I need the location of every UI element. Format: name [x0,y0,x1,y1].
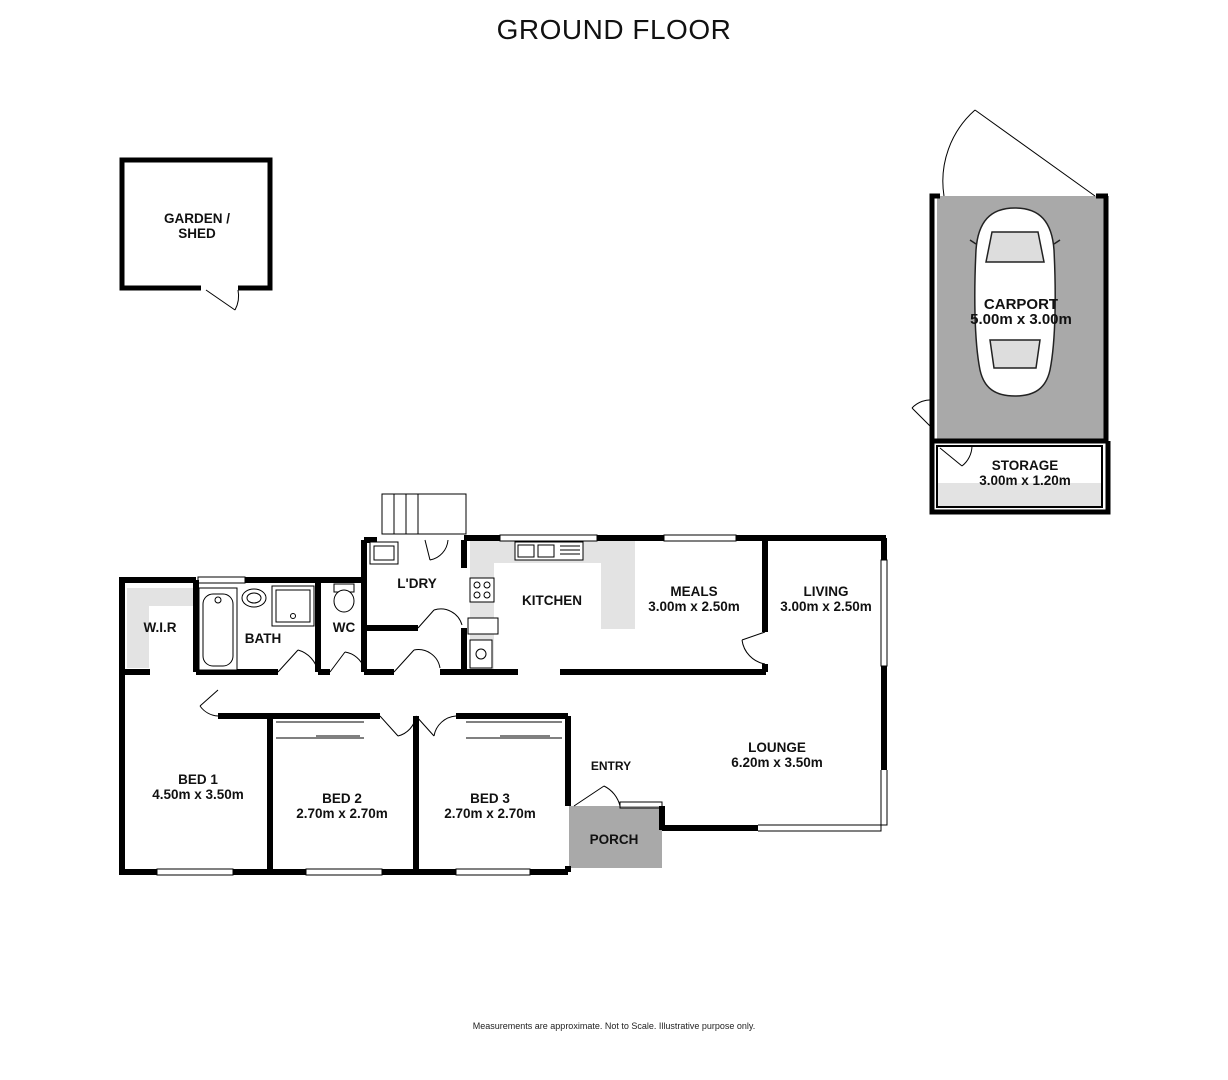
room-dims: 4.50m x 3.50m [152,787,244,802]
room-label-bed2: BED 2 2.70m x 2.70m [296,791,388,821]
bathtub-icon [198,587,238,671]
room-name: LOUNGE [748,740,806,755]
room-name: WC [332,620,356,635]
wir-side-fill [127,588,149,668]
room-label-bath: BATH [245,631,282,646]
porch-floor [569,806,662,868]
room-label-storage: STORAGE 3.00m x 1.20m [979,458,1071,488]
room-name: MEALS [670,584,718,599]
room-label-carport: CARPORT 5.00m x 3.00m [970,297,1072,327]
room-label-meals: MEALS 3.00m x 2.50m [648,584,740,614]
stairs-icon [381,493,467,535]
room-label-bed1: BED 1 4.50m x 3.50m [152,772,244,802]
room-label-bed3: BED 3 2.70m x 2.70m [444,791,536,821]
room-name: SHED [178,226,216,241]
room-name: CARPORT [983,296,1059,313]
dishwasher-icon [467,617,499,669]
door-swing-icon [199,539,766,807]
storage-shelf-fill [937,483,1102,508]
room-name: BED 1 [178,772,218,787]
sink-icon [369,541,399,565]
kitchen-bench-island [601,541,635,629]
room-label-garden-shed: GARDEN / SHED [164,211,230,241]
room-label-wc: WC [333,620,356,635]
door-swing-icon [942,109,1096,197]
room-name: LIVING [803,584,849,599]
door-swing-icon [911,399,935,431]
toilet-icon [333,583,355,613]
room-name: W.I.R [143,620,177,635]
basin-icon [241,588,267,608]
cooktop-icon [469,577,495,603]
room-label-lounge: LOUNGE 6.20m x 3.50m [731,740,823,770]
room-dims: 2.70m x 2.70m [444,806,536,821]
door-swing-icon [939,445,973,467]
room-label-porch: PORCH [590,832,639,847]
room-label-kitchen: KITCHEN [522,593,582,608]
room-dims: 3.00m x 2.50m [780,599,872,614]
window-icon [156,534,888,876]
room-name: PORCH [589,832,639,847]
room-name: BATH [244,631,282,646]
room-dims: 6.20m x 3.50m [731,755,823,770]
door-swing-icon [205,289,240,311]
room-name: ENTRY [590,759,632,773]
main-house-walls [119,535,887,875]
basin-icon [271,585,315,627]
room-label-entry: ENTRY [591,759,631,774]
room-name: L'DRY [397,576,437,591]
room-dims: 5.00m x 3.00m [970,311,1072,328]
room-dims: 3.00m x 2.50m [648,599,740,614]
disclaimer-text: Measurements are approximate. Not to Sca… [472,1021,756,1031]
room-dims: 3.00m x 1.20m [979,473,1071,488]
carport-structure [911,109,1111,515]
sink-icon [514,541,584,561]
wardrobe-doors [276,721,562,739]
room-name: KITCHEN [522,593,582,608]
room-dims: 2.70m x 2.70m [296,806,388,821]
car-icon [969,207,1061,397]
room-name: BED 2 [322,791,362,806]
room-label-living: LIVING 3.00m x 2.50m [780,584,872,614]
room-label-wir: W.I.R [144,620,177,635]
floor-title: GROUND FLOOR [496,14,732,45]
room-label-laundry: L'DRY [397,576,436,591]
room-name: STORAGE [991,458,1059,473]
room-name: BED 3 [470,791,510,806]
garden-shed [119,157,273,311]
room-name: GARDEN / [163,211,231,226]
